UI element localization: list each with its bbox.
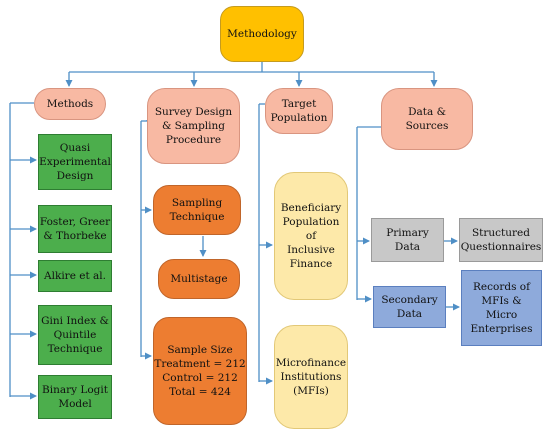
node-label-line: Records of	[473, 280, 530, 293]
node-label-line: Sources	[405, 120, 449, 132]
node-label-line: Beneficiary	[280, 201, 342, 214]
node-label-line: Quasi	[59, 141, 91, 154]
node-label-line: Microfinance	[275, 356, 347, 369]
node-label-line: Methodology	[227, 27, 297, 40]
node-label-line: Foster, Greer	[39, 215, 111, 228]
node-label-line: Binary Logit	[42, 383, 108, 396]
node-label-line: Quintile	[53, 328, 97, 341]
node-label-line: Enterprises	[470, 323, 533, 336]
node-label-line: Total = 424	[169, 386, 231, 399]
node-label-line: Model	[58, 398, 92, 410]
node-label-line: Primary	[386, 226, 429, 239]
node-label-line: Experimental	[39, 155, 111, 168]
node-label-line: Design	[56, 170, 94, 183]
node-label-line: Technique	[47, 343, 103, 356]
node-label-line: Sampling	[171, 196, 223, 209]
node-multistage: Multistage	[158, 259, 240, 299]
node-label-line: Institutions	[280, 370, 342, 383]
node-label-line: of	[305, 229, 317, 242]
node-label-line: Survey Design	[154, 105, 233, 118]
node-label-line: Control = 212	[162, 372, 238, 384]
node-label-line: Data &	[408, 105, 446, 118]
node-label-line: Target	[281, 97, 317, 110]
node-methods: Methods	[34, 88, 106, 120]
node-label-line: Gini Index &	[41, 314, 109, 327]
node-label-line: Population	[282, 215, 340, 228]
node-label-line: Treatment = 212	[154, 357, 246, 370]
node-label-line: Micro	[485, 309, 518, 321]
node-label-line: Methods	[46, 97, 94, 110]
node-methodology: Methodology	[220, 6, 304, 62]
node-label-line: Technique	[169, 211, 225, 223]
node-label-line: Procedure	[165, 134, 222, 147]
node-label-line: Sample Size	[167, 343, 233, 356]
node-label-line: Data	[394, 241, 421, 253]
node-label-line: Inclusive	[287, 244, 335, 257]
node-data-sources: Data & Sources	[381, 88, 473, 150]
node-alkire: Alkire et al.	[38, 260, 112, 292]
node-label-line: MFIs &	[481, 294, 522, 307]
node-foster-greer-thorbeke: Foster, Greer & Thorbeke	[38, 205, 112, 253]
node-label-line: Multistage	[170, 272, 228, 285]
node-label-line: & Sampling	[161, 119, 225, 132]
node-label-line: (MFIs)	[293, 385, 329, 398]
node-label-line: Data	[396, 308, 423, 320]
node-label-line: Alkire et al.	[44, 269, 106, 282]
node-label-line: Secondary	[381, 293, 438, 306]
node-label-line: Questionnaires	[460, 241, 542, 253]
node-label-line: Finance	[289, 258, 333, 271]
node-label-line: Structured	[471, 226, 530, 239]
node-label-line: & Thorbeke	[43, 230, 107, 242]
node-label-line: Population	[270, 112, 328, 124]
